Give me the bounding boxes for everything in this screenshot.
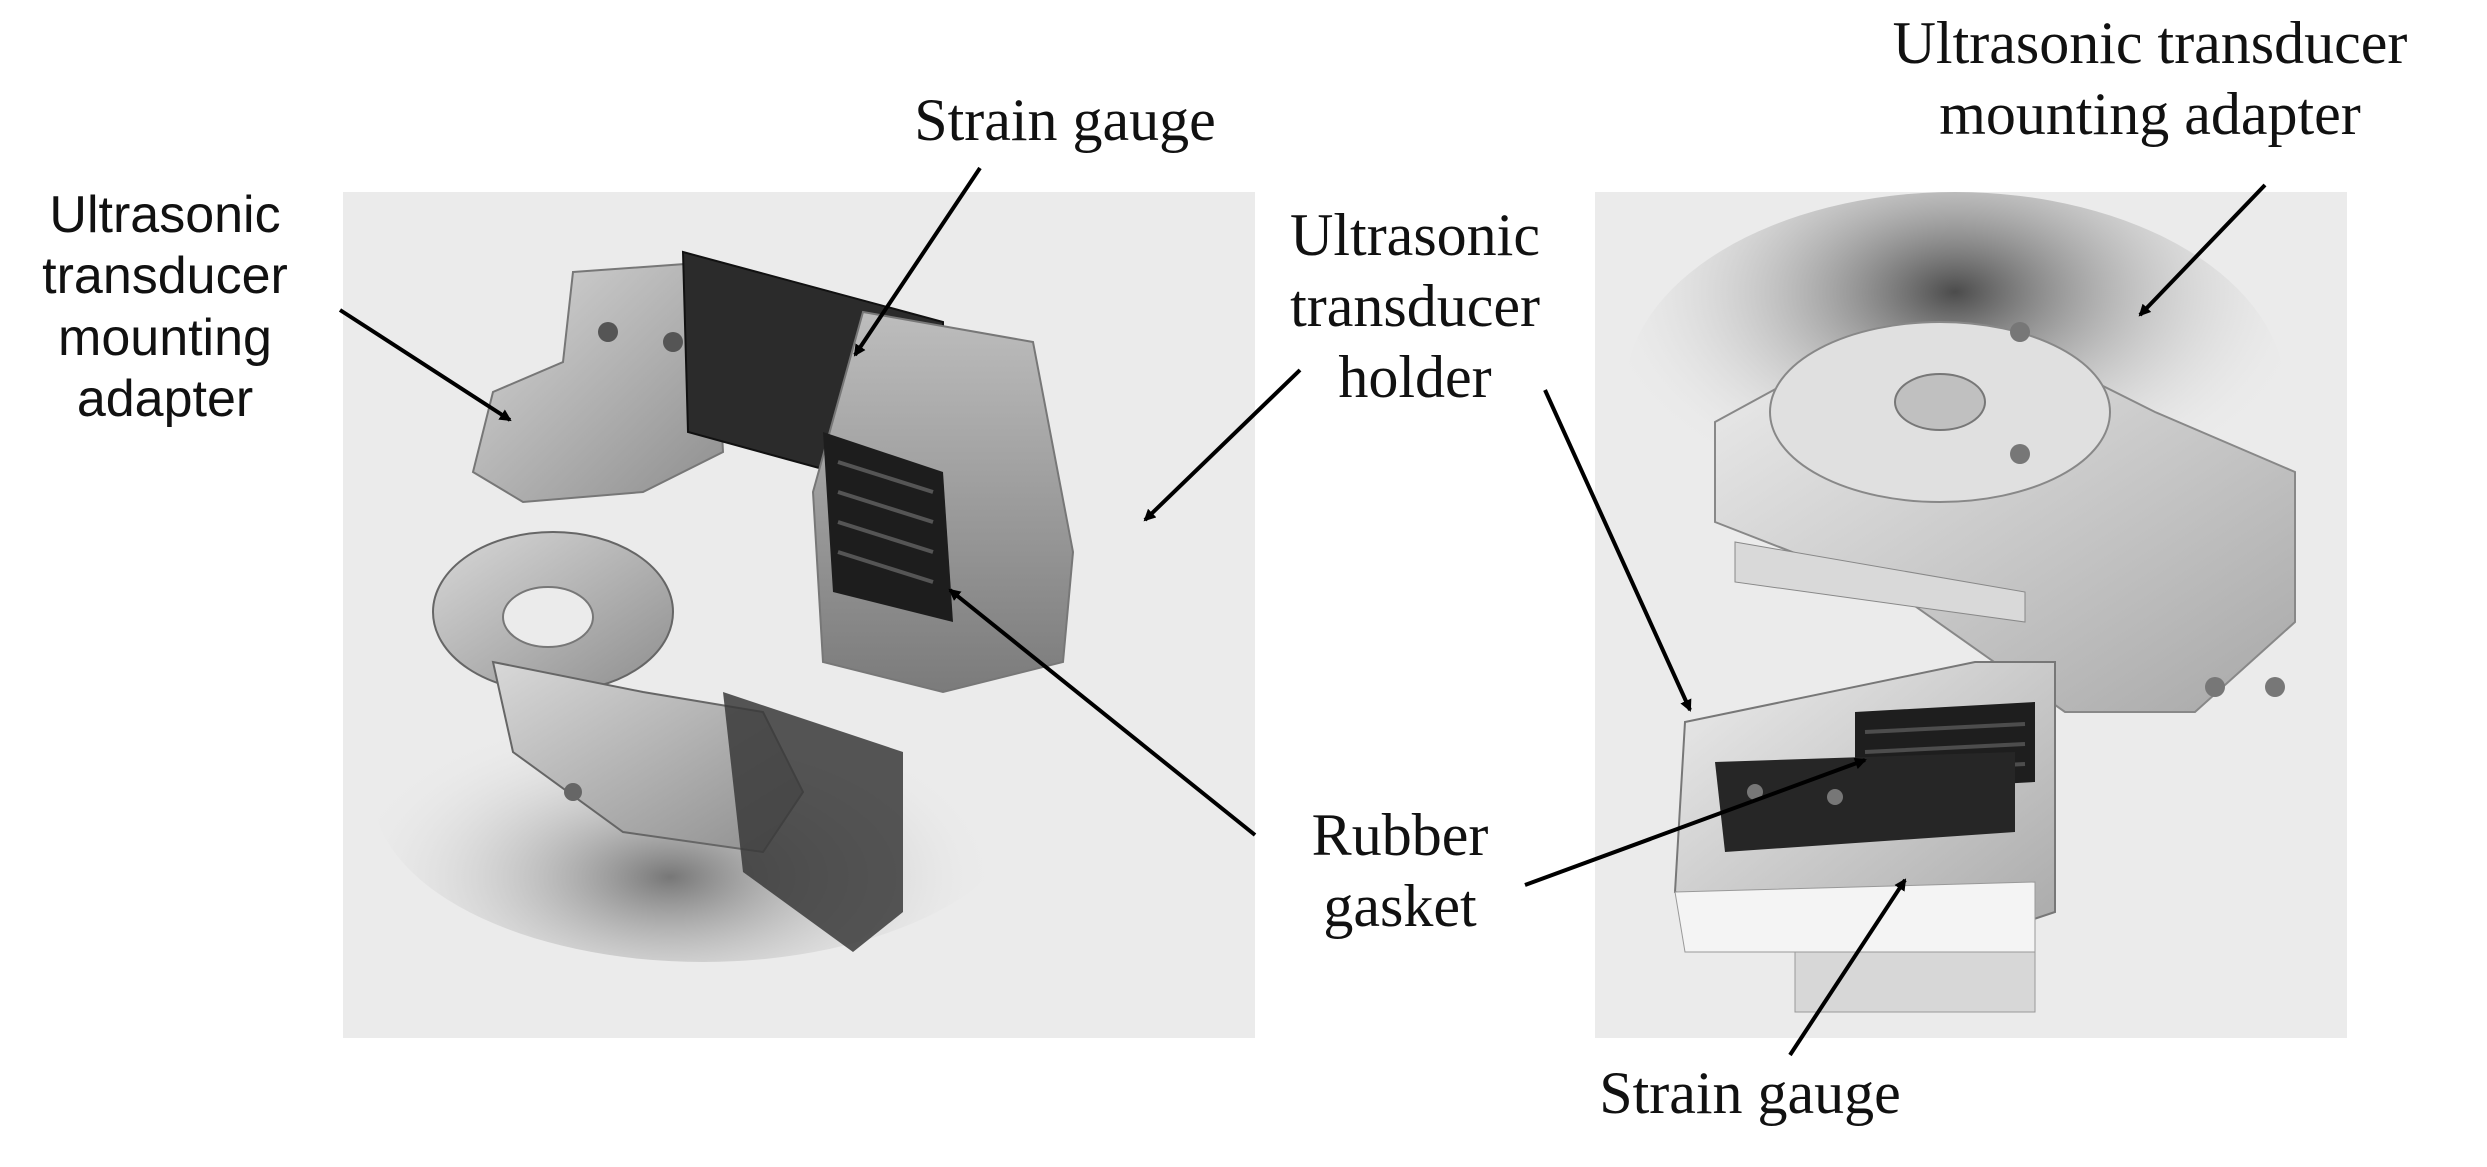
left-lower-plate <box>723 692 903 952</box>
label-right-strain-gauge: Strain gauge <box>1599 1060 1901 1126</box>
arrow-right-rubber-gasket <box>1524 757 1867 887</box>
arrow-left-strain-gauge <box>853 166 982 357</box>
arrow-right-mounting-adapter <box>2138 183 2267 317</box>
label-rubber-gasket: Rubber gasket <box>1311 802 1489 939</box>
left-adapter-bolt-hole <box>663 332 683 352</box>
arrow-right-strain-gauge <box>1788 878 1907 1057</box>
right-render-panel <box>1595 192 2347 1038</box>
label-right-mounting-adapter: Ultrasonic transducer mounting adapter <box>1892 10 2408 147</box>
label-left-mounting-adapter: Ultrasonic transducer mounting adapter <box>42 186 288 429</box>
right-cavity <box>1715 752 2015 852</box>
right-plate <box>1734 541 2026 623</box>
label-right-holder: Ultrasonic transducer holder <box>1290 202 1540 410</box>
arrow-right-holder <box>1543 389 1692 712</box>
left-adapter-bolt-hole <box>598 322 618 342</box>
left-render-panel <box>343 192 1255 1038</box>
arrow-left-mounting-adapter <box>338 308 512 422</box>
arrow-holder-left <box>1143 368 1302 522</box>
arrow-rubber-gasket <box>948 588 1257 837</box>
label-left-strain-gauge: Strain gauge <box>914 87 1216 153</box>
left-rubber-gasket <box>823 432 953 622</box>
